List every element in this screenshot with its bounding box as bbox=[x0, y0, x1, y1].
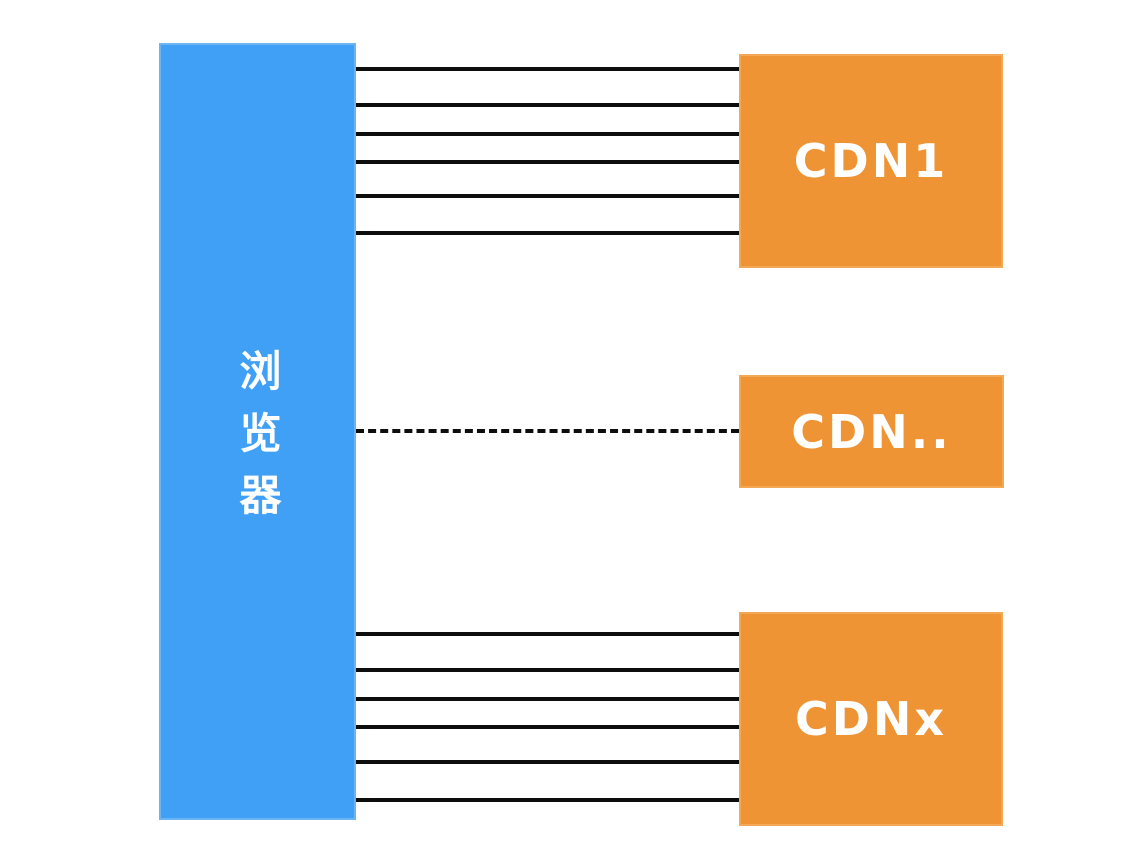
connection-line-solid bbox=[356, 132, 739, 136]
connection-line-dashed bbox=[356, 429, 739, 433]
connection-line-solid bbox=[356, 67, 739, 71]
connection-line-solid bbox=[356, 160, 739, 164]
cdnx-node-label: CDNx bbox=[794, 692, 948, 746]
connection-line-solid bbox=[356, 632, 739, 636]
cdn1-node-label: CDN1 bbox=[793, 134, 949, 188]
cdn1-node: CDN1 bbox=[739, 54, 1003, 268]
cdn-ellipsis-node: CDN.. bbox=[739, 375, 1004, 488]
connection-line-solid bbox=[356, 798, 739, 802]
browser-node: 浏览器 bbox=[159, 43, 356, 820]
connection-line-solid bbox=[356, 725, 739, 729]
connection-line-solid bbox=[356, 760, 739, 764]
connection-line-solid bbox=[356, 103, 739, 107]
connection-line-solid bbox=[356, 231, 739, 235]
browser-node-label: 浏览器 bbox=[233, 348, 282, 535]
cdn-ellipsis-node-label: CDN.. bbox=[791, 404, 952, 459]
cdnx-node: CDNx bbox=[739, 612, 1003, 826]
connection-line-solid bbox=[356, 194, 739, 198]
connection-line-solid bbox=[356, 668, 739, 672]
connection-line-solid bbox=[356, 697, 739, 701]
